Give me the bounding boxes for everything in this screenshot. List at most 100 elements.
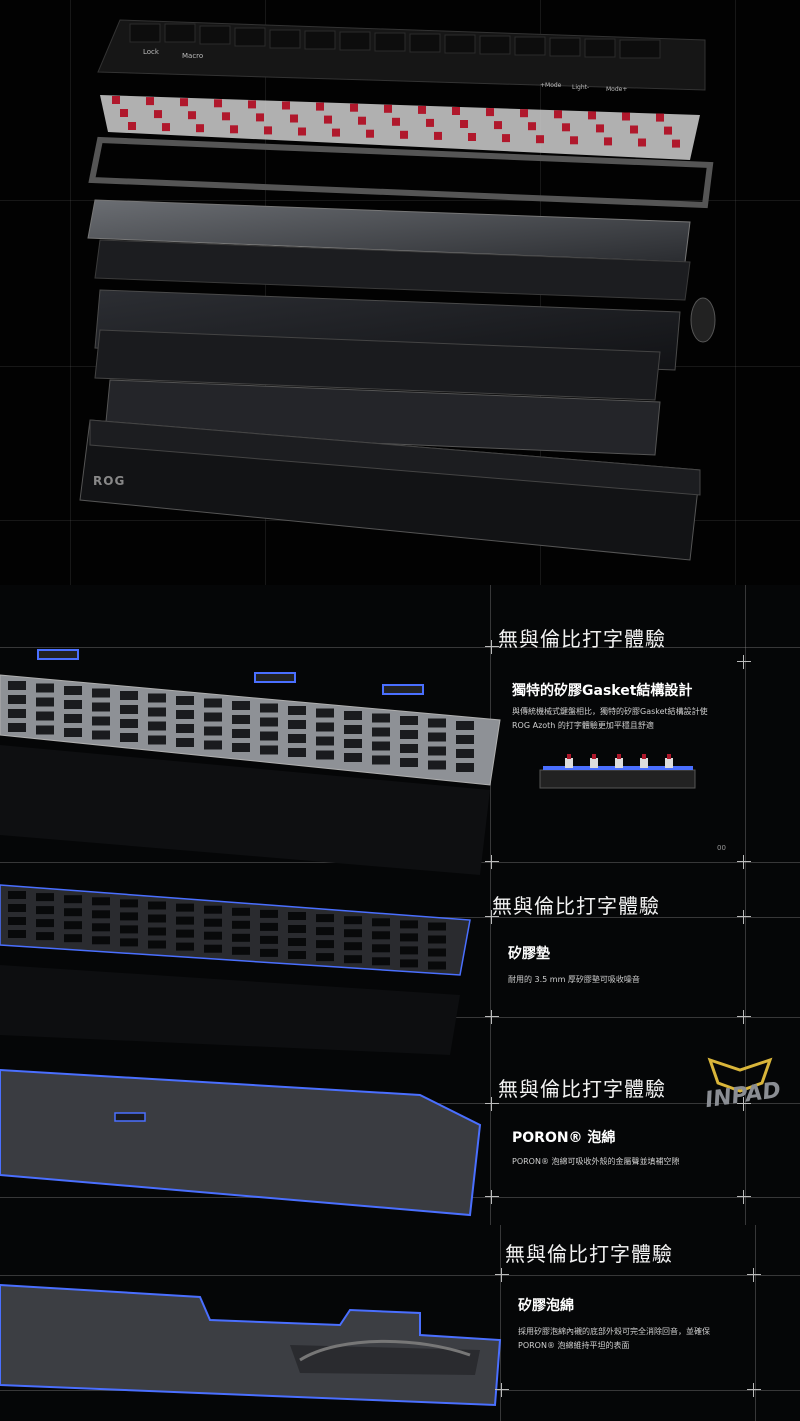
switch-stem (384, 104, 392, 113)
plate-cutout (232, 701, 250, 710)
plate-cutout (288, 706, 306, 715)
pad-cutout (428, 961, 446, 970)
keycap-label-light: Light- (572, 84, 590, 91)
section-title: 無與倫比打字體驗 (505, 1242, 673, 1266)
plate-cutout (372, 755, 390, 765)
plate-cutout (260, 703, 278, 713)
pad-cutout (92, 897, 110, 906)
case-rog-logo: ROG (93, 474, 126, 488)
pad-cutout (232, 946, 250, 955)
pad-cutout (400, 959, 418, 968)
switch-stem (588, 111, 596, 120)
crosshair-icon (737, 655, 751, 669)
plate-cutout (120, 691, 138, 700)
pad-cutout (92, 923, 110, 932)
silicone-foam-illustration (0, 1283, 502, 1407)
plate-cutout (36, 711, 54, 721)
plate-cutout (120, 719, 138, 728)
pad-cutout (204, 905, 222, 914)
plate-cutout (64, 686, 82, 695)
pad-cutout (36, 919, 54, 928)
plate-cutout (36, 697, 54, 707)
keycap-label-lock: Lock (143, 48, 159, 56)
switch-stem (282, 101, 290, 110)
keycap-label-mode-plus: Mode+ (606, 86, 628, 93)
poron-foam-illustration (0, 1068, 482, 1217)
plate-cutout (456, 749, 474, 758)
pad-cutout (260, 909, 278, 918)
plate-cutout (344, 753, 362, 762)
switch-stem (528, 122, 536, 131)
switch-stem (214, 99, 222, 108)
keyboard-layers-illustration (79, 19, 716, 561)
plate-cutout (148, 693, 166, 703)
plate-cutout (260, 745, 278, 755)
keycap-label-mode: +Mode (540, 82, 562, 89)
plate-cutout (344, 725, 362, 734)
switch-stem (656, 113, 664, 122)
pad-cutout (344, 916, 362, 925)
pad-cutout (260, 935, 278, 944)
plate-cutout (148, 735, 166, 745)
pad-cutout (372, 957, 390, 966)
pad-cutout (288, 951, 306, 959)
pad-cutout (288, 912, 306, 920)
pad-cutout (148, 940, 166, 949)
switch-stem (562, 123, 570, 132)
pad-cutout (288, 938, 306, 946)
crosshair-icon (485, 855, 499, 869)
switch-stem (358, 116, 366, 125)
plate-cutout (64, 700, 82, 709)
switch-stem (520, 109, 528, 118)
crosshair-icon (737, 910, 751, 924)
pad-cutout (288, 925, 306, 933)
switch-stem (180, 98, 188, 107)
pad-cutout (176, 929, 194, 938)
crosshair-icon (747, 1268, 761, 1282)
plate-cutout (372, 713, 390, 723)
pad-cutout (232, 907, 250, 916)
corner-mark: 00 (717, 844, 726, 852)
pad-cutout (344, 942, 362, 951)
keycap-label-macro: Macro (182, 52, 204, 60)
pad-cutout (120, 925, 138, 934)
pad-cutout (176, 942, 194, 951)
pad-cutout (36, 932, 54, 941)
crosshair-icon (737, 855, 751, 869)
plate-cutout (232, 743, 250, 752)
pad-cutout (8, 917, 26, 925)
pad-cutout (64, 921, 82, 930)
plate-cutout (204, 740, 222, 750)
pad-cutout (428, 948, 446, 957)
plate-cutout (92, 730, 110, 740)
crosshair-icon (747, 1383, 761, 1397)
pad-cutout (400, 946, 418, 955)
pad-cutout (64, 908, 82, 917)
plate-cutout (316, 750, 334, 760)
switch-stem (196, 124, 204, 133)
pad-cutout (64, 934, 82, 943)
plate-cutout (120, 705, 138, 714)
pad-cutout (204, 931, 222, 940)
section-silicone-pad: 無與倫比打字體驗 矽膠墊 耐用的 3.5 mm 厚矽膠墊可吸收噪音 (0, 875, 800, 1055)
crosshair-icon (485, 1190, 499, 1204)
pad-cutout (120, 899, 138, 908)
plate-cutout (344, 739, 362, 748)
section-title: 無與倫比打字體驗 (498, 627, 666, 651)
switch-stem (392, 117, 400, 126)
plate-cutout (344, 711, 362, 720)
plate-cutout (428, 760, 446, 770)
pad-cutout (400, 920, 418, 929)
pad-cutout (176, 916, 194, 925)
crosshair-icon (495, 1383, 509, 1397)
plate-cutout (260, 717, 278, 727)
inpad-logo-icon (707, 1057, 773, 1093)
switch-stem (622, 112, 630, 121)
switch-stem (332, 128, 340, 137)
switch-stem (128, 122, 136, 130)
switch-stem (316, 102, 324, 111)
plate-cutout (428, 732, 446, 742)
switch-stem (596, 124, 604, 133)
switch-stem (630, 125, 638, 134)
pad-cutout (120, 912, 138, 921)
